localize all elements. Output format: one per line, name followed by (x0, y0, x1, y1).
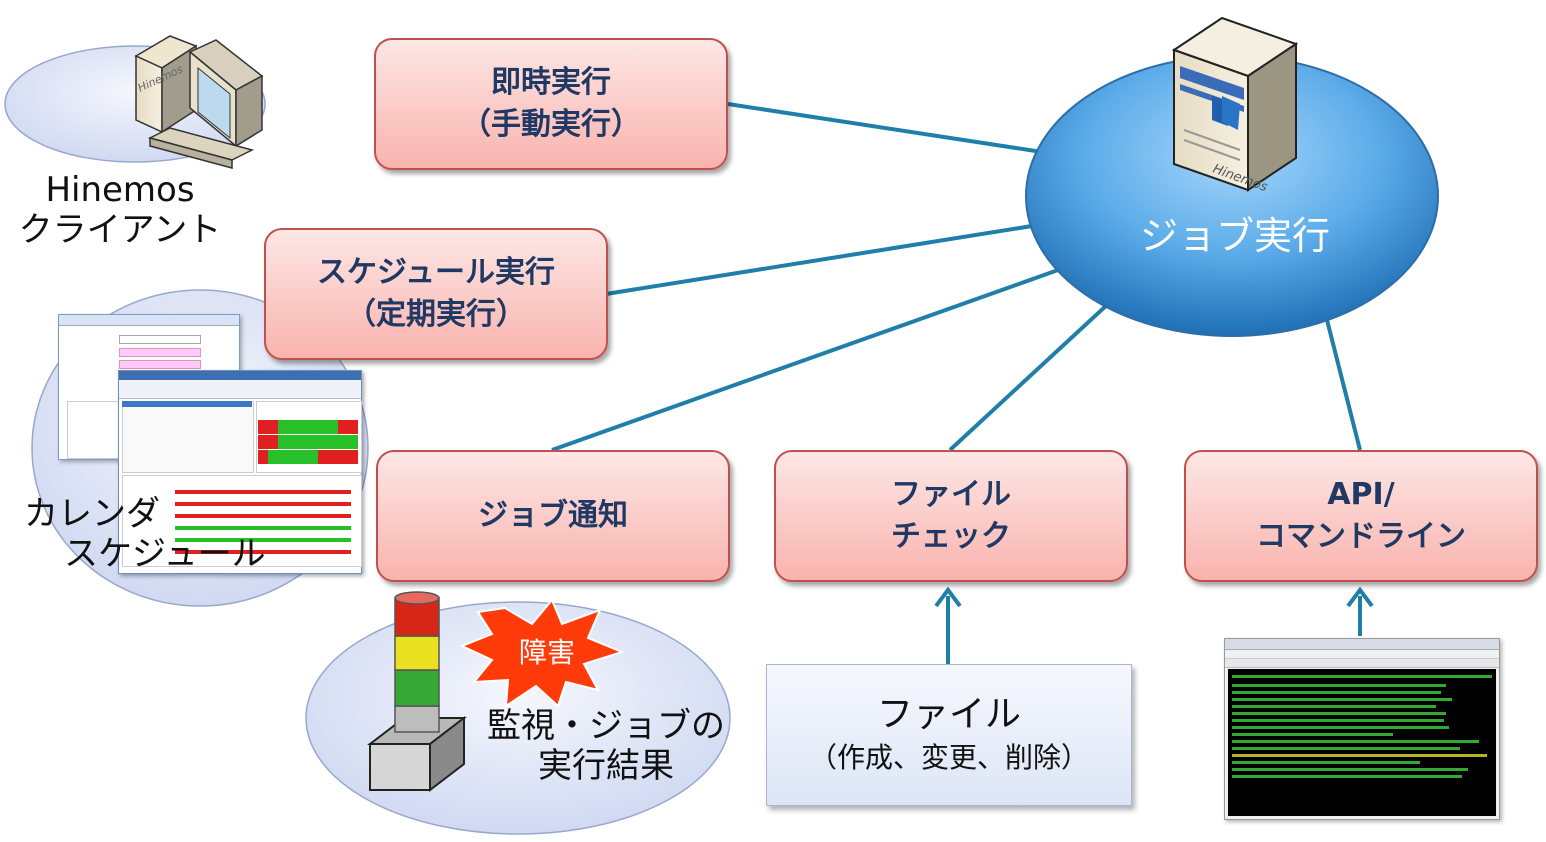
file-note-line1: ファイル (876, 694, 1021, 735)
api-line1: API/ (1327, 477, 1395, 512)
calendar-line2: スケジュール (64, 534, 266, 574)
connector-filecheck (948, 302, 1110, 452)
filecheck-line1: ファイル (891, 477, 1011, 512)
file-note-line2: （作成、変更、削除） (808, 741, 1089, 774)
client-line2: クライアント (18, 210, 222, 250)
monitor-line2: 実行結果 (538, 746, 674, 786)
signal-tower-icon (367, 591, 467, 793)
connector-notify (551, 268, 1059, 452)
arrow-file-up-icon (934, 586, 962, 664)
calendar-label: カレンダ スケジュール (24, 494, 274, 574)
arrow-api-up-icon (1346, 586, 1374, 636)
filecheck-line2: チェック (891, 519, 1011, 554)
client-line1: Hinemos (45, 170, 195, 210)
monitor-line1: 監視・ジョブの (487, 706, 725, 746)
immediate-line2: （手動実行） (461, 107, 641, 142)
terminal-screenshot (1224, 638, 1500, 820)
monitor-label: 監視・ジョブの 実行結果 (476, 706, 736, 786)
client-pc-icon: Hinemos (134, 35, 264, 169)
file-check-box: ファイル チェック (774, 450, 1128, 582)
job-notify-box: ジョブ通知 (376, 450, 730, 582)
file-event-note: ファイル （作成、変更、削除） (766, 664, 1132, 806)
api-line2: コマンドライン (1256, 519, 1466, 554)
immediate-line1: 即時実行 (491, 65, 611, 100)
api-commandline-box: API/ コマンドライン (1184, 450, 1538, 582)
schedule-line2: （定期実行） (346, 297, 526, 332)
schedule-execution-box: スケジュール実行 （定期実行） (264, 228, 608, 360)
failure-burst-icon (459, 598, 625, 708)
connector-api (1324, 315, 1362, 451)
schedule-console-screenshot (118, 370, 362, 574)
schedule-line1: スケジュール実行 (317, 255, 555, 290)
immediate-execution-box: 即時実行 （手動実行） (374, 38, 728, 170)
failure-badge: 障害 (518, 636, 575, 669)
server-icon: Hinemos (1171, 16, 1299, 195)
client-label: Hinemos クライアント (0, 170, 240, 250)
job-execution-label: ジョブ実行 (1139, 214, 1330, 258)
connector-immediate (727, 102, 1043, 154)
connector-schedule (605, 224, 1033, 296)
notify-line1: ジョブ通知 (478, 498, 628, 533)
calendar-line1: カレンダ (24, 494, 160, 534)
